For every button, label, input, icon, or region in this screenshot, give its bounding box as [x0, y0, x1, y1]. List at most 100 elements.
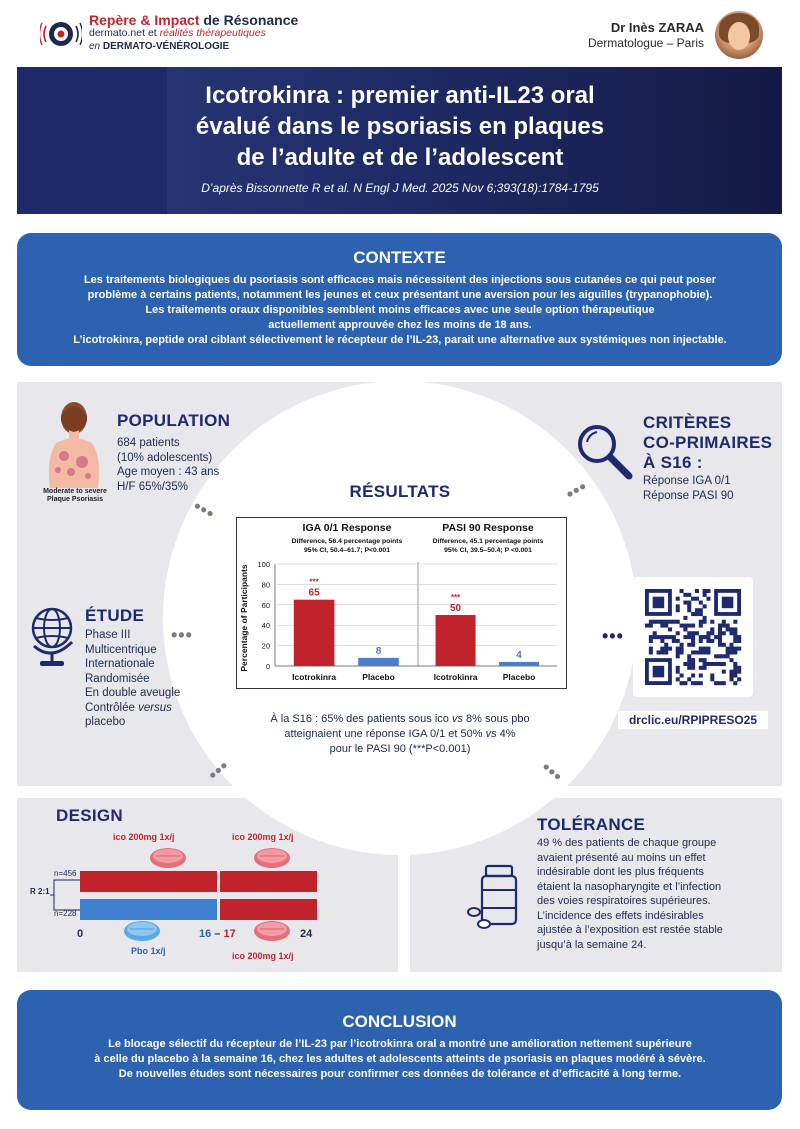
title-line3: de l’adulte et de l’adolescent	[236, 144, 564, 171]
qr-module	[733, 646, 738, 651]
qr-module	[706, 589, 711, 594]
qr-module	[702, 646, 707, 651]
tolerance-line: des voies respiratoires supérieures.	[537, 895, 711, 907]
qr-module	[706, 635, 711, 640]
week-start: 0	[77, 928, 84, 940]
qr-module	[706, 650, 711, 655]
qr-module	[729, 631, 734, 636]
logo-line1-b: de Résonance	[203, 12, 299, 28]
qr-module	[687, 631, 692, 636]
population-line: (10% adolescents)	[117, 451, 213, 464]
qr-module	[721, 669, 726, 674]
qr-module	[675, 596, 680, 601]
qr-module	[687, 677, 692, 682]
caption-2c: 4%	[496, 728, 516, 740]
randomisation-bracket	[50, 879, 80, 911]
qr-module	[675, 654, 680, 659]
qr-module	[694, 681, 699, 686]
qr-module	[733, 638, 738, 643]
qr-module	[679, 642, 684, 647]
criteria-line: Réponse IGA 0/1	[643, 475, 731, 487]
bar-placebo	[358, 657, 399, 666]
page-title: Icotrokinra : premier anti-IL23 oral éva…	[60, 80, 740, 173]
qr-module	[694, 596, 699, 601]
qr-module	[679, 681, 684, 686]
qr-module	[717, 623, 722, 628]
qr-module	[714, 654, 719, 659]
qr-module	[729, 650, 734, 655]
population-line: H/F 65%/35%	[117, 480, 188, 493]
qr-module	[737, 638, 742, 643]
qr-module	[710, 638, 715, 643]
qr-module	[710, 661, 715, 666]
qr-module	[687, 635, 692, 640]
week-16: 16	[199, 928, 212, 940]
qr-module	[733, 669, 738, 674]
qr-module	[737, 665, 742, 670]
qr-module	[664, 650, 669, 655]
qr-module	[652, 635, 657, 640]
qr-link[interactable]: drclic.eu/RPIPRESO25	[618, 711, 768, 729]
qr-module	[691, 623, 696, 628]
qr-module	[725, 650, 730, 655]
qr-module	[710, 677, 715, 682]
week-end: 24	[300, 928, 313, 940]
qr-module	[668, 619, 673, 624]
bar-icotrokinra	[435, 615, 476, 666]
qr-module	[702, 604, 707, 609]
title-banner	[17, 67, 782, 214]
qr-code[interactable]	[633, 577, 753, 697]
qr-module	[656, 650, 661, 655]
qr-module	[710, 631, 715, 636]
qr-module	[656, 619, 661, 624]
qr-module	[660, 619, 665, 624]
qr-module	[737, 669, 742, 674]
context-line: Les traitements oraux disponibles semble…	[145, 304, 655, 316]
caption-2a: atteignaient une réponse IGA 0/1 et 50%	[284, 728, 486, 740]
pill-bottle-icon	[467, 864, 518, 929]
qr-module	[698, 600, 703, 605]
qr-module	[737, 646, 742, 651]
qr-module	[702, 635, 707, 640]
dose-bottom-left: Pbo 1x/j	[131, 946, 166, 956]
qr-module	[702, 592, 707, 597]
qr-module	[660, 623, 665, 628]
qr-module	[702, 615, 707, 620]
results-caption-line: À la S16 : 65% des patients sous ico vs …	[245, 712, 555, 727]
conclusion-line: à celle du placebo à la semaine 16, chez…	[94, 1053, 706, 1065]
qr-module	[691, 612, 696, 617]
bar-value-label: 50	[450, 603, 462, 614]
y-tick-label: 60	[262, 601, 270, 610]
qr-module	[664, 623, 669, 628]
study-line: Internationale	[85, 658, 155, 670]
qr-module	[698, 619, 703, 624]
ico-arm-bar-early	[80, 871, 217, 892]
study-body: Phase III Multicentrique Internationale …	[85, 628, 180, 730]
qr-module	[660, 650, 665, 655]
context-title: CONTEXTE	[353, 248, 446, 267]
qr-module	[675, 619, 680, 624]
qr-module	[687, 658, 692, 663]
qr-module	[733, 631, 738, 636]
qr-module	[671, 638, 676, 643]
population-title: POPULATION	[117, 411, 231, 430]
qr-module	[691, 650, 696, 655]
pill-red-icon	[150, 848, 186, 868]
significance-label: ***	[451, 593, 461, 602]
context-line: Les traitements biologiques du psoriasis…	[83, 274, 717, 286]
caption-1b: vs	[451, 713, 463, 725]
qr-module	[683, 635, 688, 640]
qr-module	[683, 592, 688, 597]
qr-module	[675, 631, 680, 636]
qr-module	[691, 681, 696, 686]
qr-module	[691, 638, 696, 643]
qr-module	[694, 612, 699, 617]
qr-module	[687, 665, 692, 670]
context-line: L’icotrokinra, peptide oral ciblant séle…	[73, 334, 727, 346]
qr-module	[702, 658, 707, 663]
qr-module	[694, 608, 699, 613]
context-body: Les traitements biologiques du psoriasis…	[40, 273, 760, 348]
connector-dots: •••	[171, 625, 193, 645]
qr-module	[648, 646, 653, 651]
